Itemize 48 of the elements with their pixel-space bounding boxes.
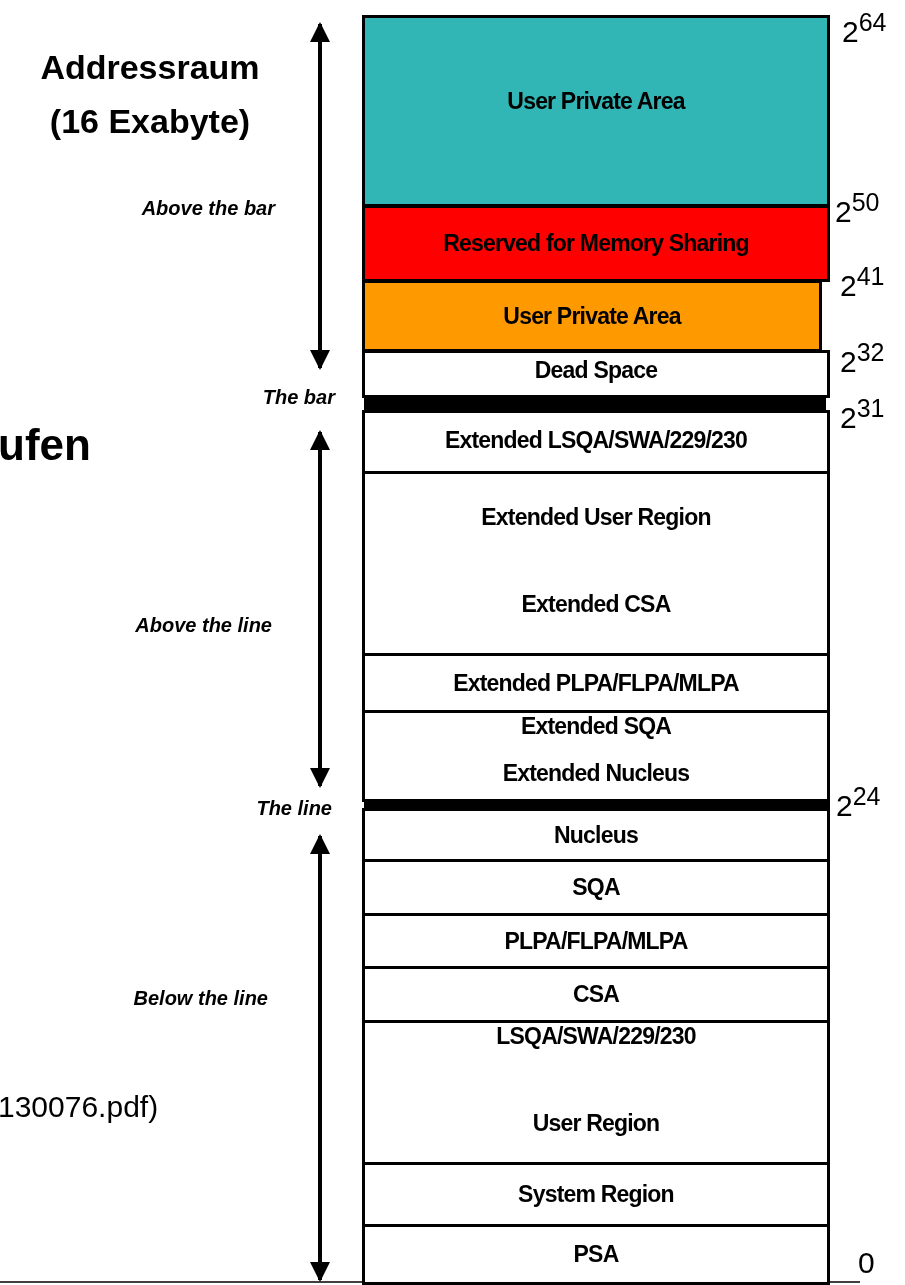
segment-label: User Region	[532, 1110, 660, 1137]
segment-label: LSQA/SWA/229/230	[496, 1023, 696, 1050]
segment-label: Reserved for Memory Sharing	[443, 230, 749, 257]
segment-label: Extended CSA	[521, 591, 671, 618]
boundary-label: The line	[256, 797, 332, 820]
boundary-label: The bar	[262, 386, 335, 409]
memory-segment	[362, 1224, 830, 1285]
memory-segment	[362, 966, 830, 1023]
segment-label: Extended Nucleus	[502, 760, 690, 787]
memory-segment	[362, 808, 830, 862]
range-label: Below the line	[133, 987, 268, 1010]
segment-label: Extended PLPA/FLPA/MLPA	[453, 669, 739, 697]
memory-segment	[362, 471, 830, 656]
address-mark: 2$^{41}$	[840, 262, 885, 303]
range-label: Above the line	[135, 614, 272, 637]
address-space-heading: Addressraum (16 Exabyte)	[39, 47, 261, 143]
segment-label: Extended User Region	[481, 504, 711, 531]
segment-label: Nucleus	[554, 821, 638, 849]
segment-label: Extended LSQA/SWA/229/230	[444, 427, 748, 454]
segment-label: Dead Space	[534, 357, 658, 384]
segment-label: PSA	[573, 1241, 619, 1268]
address-mark: 2$^{24}$	[836, 782, 881, 823]
cut-off-note: 130076.pdf)	[0, 1090, 159, 1124]
address-mark: 2$^{50}$	[835, 188, 880, 229]
memory-segment	[362, 859, 830, 916]
address-mark: 2$^{31}$	[840, 394, 885, 435]
range-label: Above the bar	[141, 197, 275, 220]
address-mark: 0	[858, 1246, 875, 1280]
memory-segment	[362, 15, 830, 207]
cut-off-heading: ufen	[0, 420, 91, 470]
segment-label: Extended SQA	[520, 713, 672, 740]
segment-label: System Region	[518, 1181, 674, 1208]
address-mark: 2$^{64}$	[842, 8, 887, 49]
segment-label: User Private Area	[507, 88, 685, 115]
memory-segment	[362, 653, 830, 713]
memory-segment	[362, 1020, 830, 1165]
memory-segment	[362, 710, 830, 802]
memory-segment	[362, 350, 830, 398]
address-mark: 2$^{32}$	[840, 338, 885, 379]
memory-segment	[362, 280, 822, 352]
segment-label: SQA	[572, 874, 620, 901]
memory-segment	[362, 410, 830, 474]
segment-label: CSA	[572, 981, 620, 1008]
memory-segment	[362, 1162, 830, 1227]
segment-label: PLPA/FLPA/MLPA	[504, 927, 688, 955]
segment-label: User Private Area	[503, 302, 681, 330]
memory-segment	[362, 913, 830, 969]
memory-segment	[362, 205, 830, 282]
